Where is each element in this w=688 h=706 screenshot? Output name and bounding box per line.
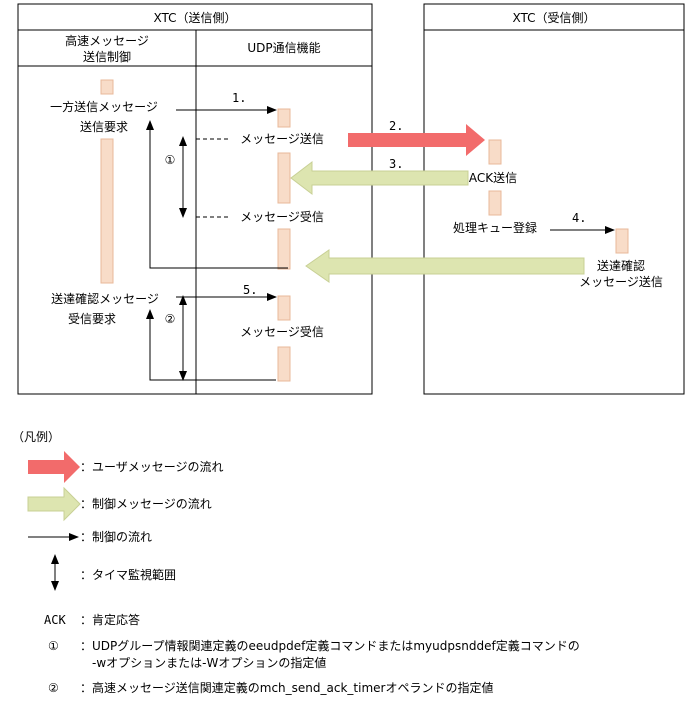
confirm-recv-request-line2: 受信要求 <box>68 312 116 326</box>
circle-2-label: ② <box>165 312 176 326</box>
legend-circle-2-key: ② <box>48 681 59 695</box>
legend-timer-text: ：タイマ監視範囲 <box>80 567 176 582</box>
activation-box <box>277 295 291 321</box>
legend-circle-1-line2: -wオプションまたは-Wオプションの指定値 <box>92 655 326 670</box>
activation-box <box>488 190 502 216</box>
sender-col-left-line2: 送信制御 <box>83 49 131 64</box>
return-control-line-1 <box>146 120 288 269</box>
oneway-request-line2: 送信要求 <box>80 119 128 134</box>
activation-box <box>277 346 291 382</box>
legend-user-flow-icon <box>28 451 80 483</box>
msg-send-label: メッセージ送信 <box>240 131 324 146</box>
confirm-send-line2: メッセージ送信 <box>579 274 663 289</box>
legend-ctrl-flow-text: ：制御メッセージの流れ <box>80 496 212 511</box>
sender-title: XTC（送信側） <box>153 10 236 25</box>
msg-recv2-label: メッセージ受信 <box>240 325 324 339</box>
activation-box <box>277 228 291 270</box>
step-2-label: 2. <box>389 119 403 133</box>
activation-box <box>100 79 114 95</box>
queue-register-label: 処理キュー登録 <box>453 220 537 235</box>
legend-ctrl-text: ：制御の流れ <box>80 529 152 544</box>
legend-user-flow-text: ：ユーザメッセージの流れ <box>80 460 224 474</box>
oneway-request-line1: 一方送信メッセージ <box>50 99 158 114</box>
sender-col-left-line1: 高速メッセージ <box>65 33 149 48</box>
legend-ack-desc: ：肯定応答 <box>80 612 140 627</box>
confirm-send-line1: 送達確認 <box>597 258 645 273</box>
legend-circle-2-desc: ：高速メッセージ送信関連定義のmch_send_ack_timerオペランドの指… <box>80 680 493 695</box>
msg-recv-label: メッセージ受信 <box>240 210 324 224</box>
sender-frame: XTC（送信側） 高速メッセージ 送信制御 UDP通信機能 <box>17 3 373 395</box>
return-control-line-2 <box>146 309 276 381</box>
step-4-label: 4. <box>572 211 586 225</box>
legend-circle-1-key: ① <box>48 639 59 653</box>
legend-ctrl-flow-icon <box>27 486 81 522</box>
activation-box <box>277 152 291 204</box>
legend-title: （凡例） <box>12 430 60 444</box>
ack-control-arrow <box>290 160 469 196</box>
activation-box <box>615 228 629 254</box>
activation-box <box>100 138 114 284</box>
legend: （凡例） ：ユーザメッセージの流れ ：制御メッセージの流れ ：制御の流れ ：タイ… <box>12 430 580 695</box>
activation-boxes <box>100 79 629 382</box>
sender-col-right: UDP通信機能 <box>247 40 320 55</box>
activation-box <box>277 108 291 128</box>
step-3-label: 3. <box>389 157 403 171</box>
step-1-label: 1. <box>232 91 246 105</box>
activation-box <box>488 139 502 165</box>
step-5-label: 5. <box>243 283 257 297</box>
legend-circle-1-line1: ：UDPグループ情報関連定義のeeudpdef定義コマンドまたはmyudpsnd… <box>80 638 580 653</box>
receiver-frame: XTC（受信側） <box>423 3 685 395</box>
circle-1-label: ① <box>165 153 176 167</box>
receiver-title: XTC（受信側） <box>512 11 595 25</box>
confirm-recv-request-line1: 送達確認メッセージ <box>51 291 159 306</box>
confirm-control-arrow <box>305 249 585 283</box>
legend-ack-key: ACK <box>44 613 66 627</box>
user-message-arrow <box>348 124 485 156</box>
ack-send-label: ACK送信 <box>469 170 517 185</box>
